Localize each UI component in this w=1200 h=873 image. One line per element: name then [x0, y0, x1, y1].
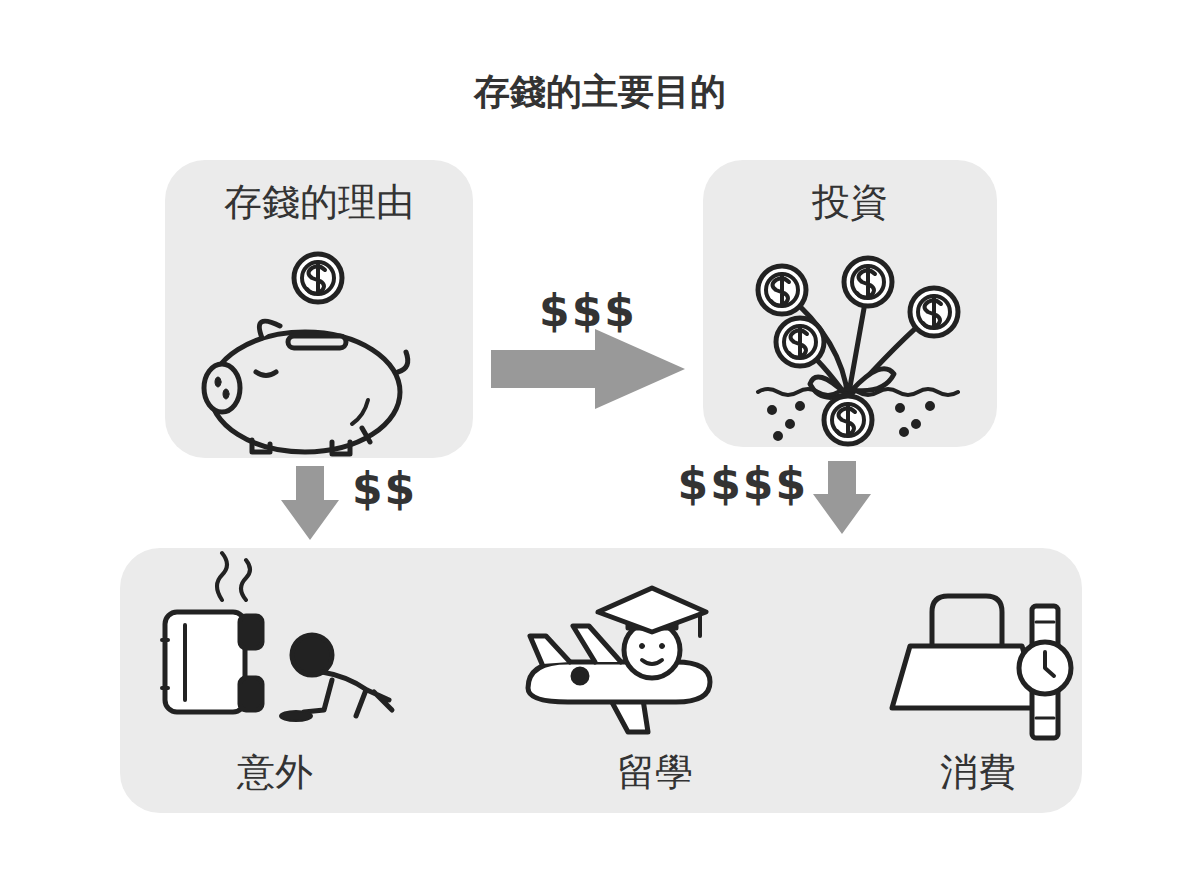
- node-label: 投資: [812, 180, 888, 226]
- block-arrow: [491, 329, 685, 409]
- money-label: $$$$: [678, 462, 808, 506]
- accident-item: 意外: [150, 568, 400, 808]
- study-item: 留學: [515, 568, 795, 808]
- block-arrow: [281, 466, 339, 540]
- money-label: $$$: [539, 289, 637, 333]
- node-label: 留學: [617, 750, 693, 796]
- node-label: 消費: [940, 750, 1016, 796]
- node-label: 意外: [237, 750, 313, 796]
- consumption-item: 消費: [873, 568, 1083, 808]
- node-label: 存錢的理由: [224, 180, 414, 226]
- diagram-title: 存錢的主要目的: [0, 68, 1200, 117]
- block-arrow: [813, 461, 871, 534]
- savings-box: 存錢的理由: [165, 160, 473, 458]
- money-label: $$: [352, 467, 417, 511]
- investment-box: 投資: [703, 160, 997, 447]
- purpose-band: 意外 留學 消費: [120, 548, 1082, 813]
